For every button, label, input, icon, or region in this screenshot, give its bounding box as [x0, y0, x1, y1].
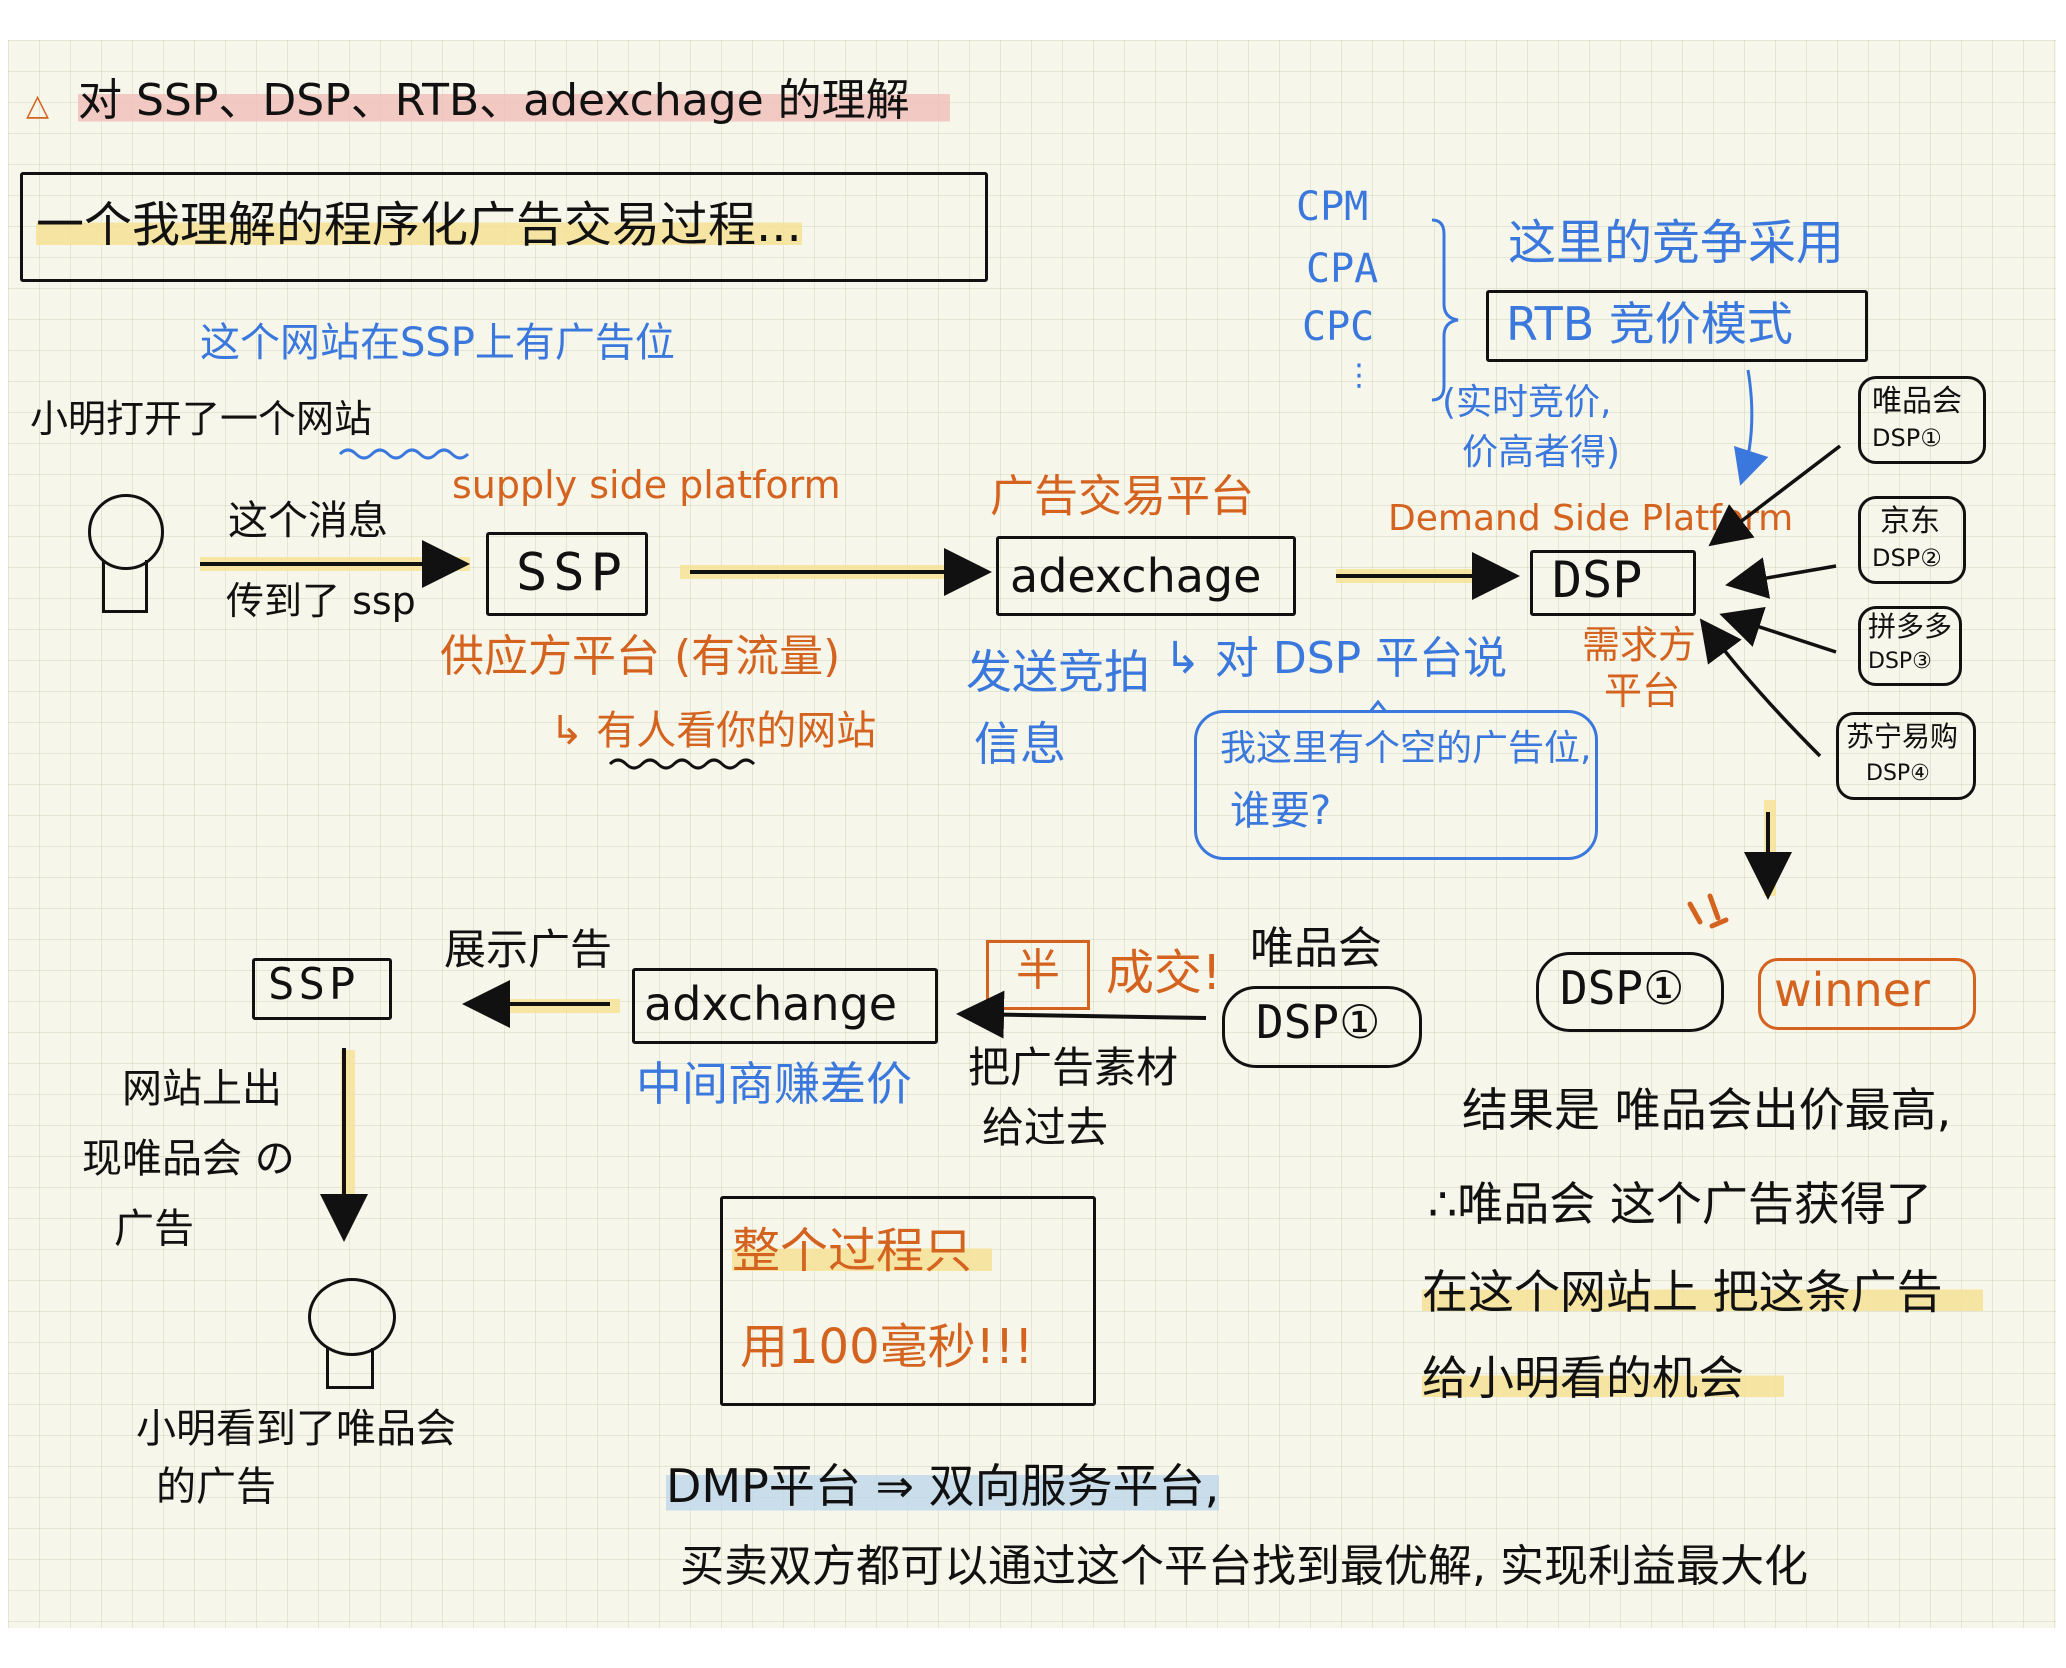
sparkle-icon [1690, 896, 1726, 926]
pricing-brace [1432, 220, 1458, 400]
arrow-bidder-jd [1732, 566, 1836, 584]
underline-viewers [610, 760, 754, 768]
underline-website [340, 450, 468, 458]
arrow-bidder-vip [1714, 446, 1840, 542]
arrow-rtb-dsp [1742, 370, 1752, 480]
arrow-bidder-pdd [1726, 616, 1836, 652]
arrow-bidder-suning [1704, 624, 1820, 756]
arrow-dsp-adx2 [964, 1014, 1206, 1018]
